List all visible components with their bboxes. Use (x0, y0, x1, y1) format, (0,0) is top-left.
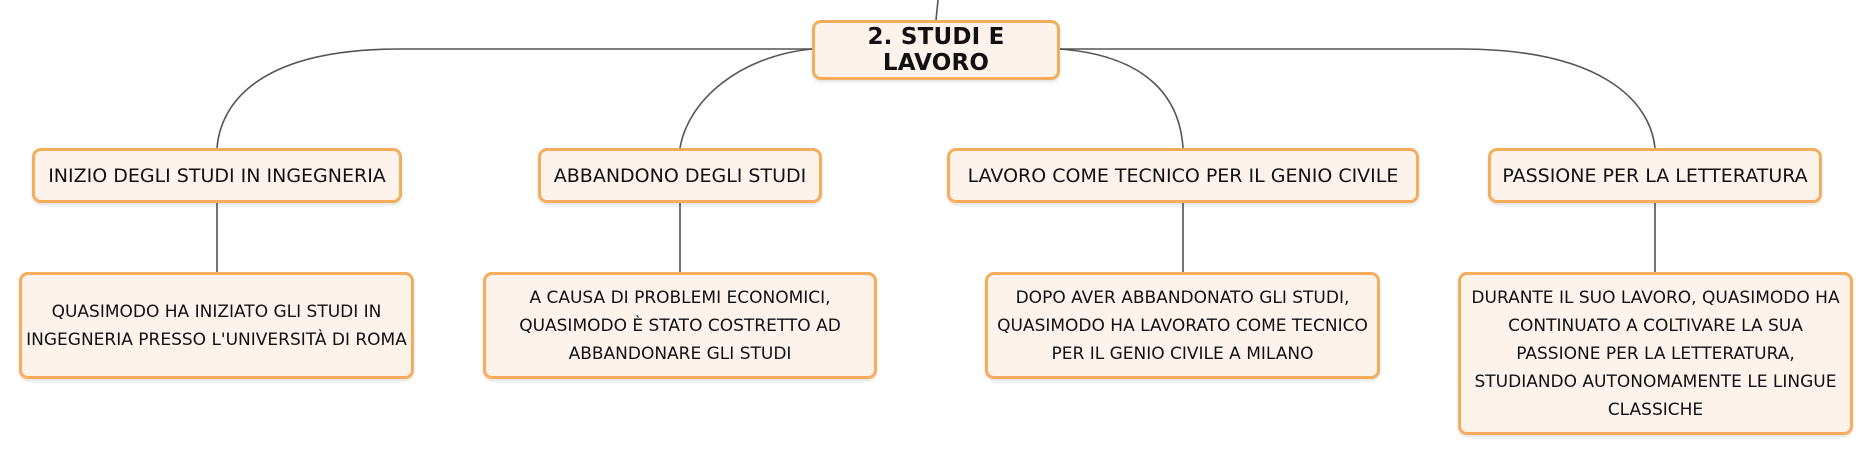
topic-label: LAVORO COME TECNICO PER IL GENIO CIVILE (967, 164, 1399, 187)
root-node[interactable]: 2. STUDI E LAVORO (812, 20, 1060, 80)
detail-text: QUASIMODO HA INIZIATO GLI STUDI IN INGEG… (26, 301, 407, 350)
detail-node-lavoro-tecnico[interactable]: DOPO AVER ABBANDONATO GLI STUDI, QUASIMO… (985, 272, 1380, 379)
topic-label: ABBANDONO DEGLI STUDI (553, 164, 807, 187)
detail-text: DOPO AVER ABBANDONATO GLI STUDI, QUASIMO… (997, 287, 1368, 364)
connector-root-topic-2 (679, 48, 813, 149)
detail-text: DURANTE IL SUO LAVORO, QUASIMODO HA CONT… (1471, 287, 1840, 420)
root-label: 2. STUDI E LAVORO (867, 24, 1005, 76)
topic-node-passione-letteratura[interactable]: PASSIONE PER LA LETTERATURA (1488, 148, 1822, 203)
topic-node-lavoro-tecnico[interactable]: LAVORO COME TECNICO PER IL GENIO CIVILE (947, 148, 1419, 203)
detail-text: A CAUSA DI PROBLEMI ECONOMICI, QUASIMODO… (519, 287, 841, 364)
topic-label: INIZIO DEGLI STUDI IN INGEGNERIA (48, 164, 386, 187)
topic-label: PASSIONE PER LA LETTERATURA (1502, 164, 1808, 187)
detail-node-passione-letteratura[interactable]: DURANTE IL SUO LAVORO, QUASIMODO HA CONT… (1458, 272, 1853, 435)
connector-parent (935, 0, 939, 21)
connector-root-topic-3 (1059, 48, 1184, 149)
topic-node-inizio-studi[interactable]: INIZIO DEGLI STUDI IN INGEGNERIA (32, 148, 402, 203)
topic-node-abbandono-studi[interactable]: ABBANDONO DEGLI STUDI (538, 148, 822, 203)
detail-node-inizio-studi[interactable]: QUASIMODO HA INIZIATO GLI STUDI IN INGEG… (19, 272, 414, 379)
detail-node-abbandono-studi[interactable]: A CAUSA DI PROBLEMI ECONOMICI, QUASIMODO… (483, 272, 877, 379)
connector-root-topic-1 (216, 48, 812, 149)
connector-root-topic-4 (1060, 48, 1656, 149)
